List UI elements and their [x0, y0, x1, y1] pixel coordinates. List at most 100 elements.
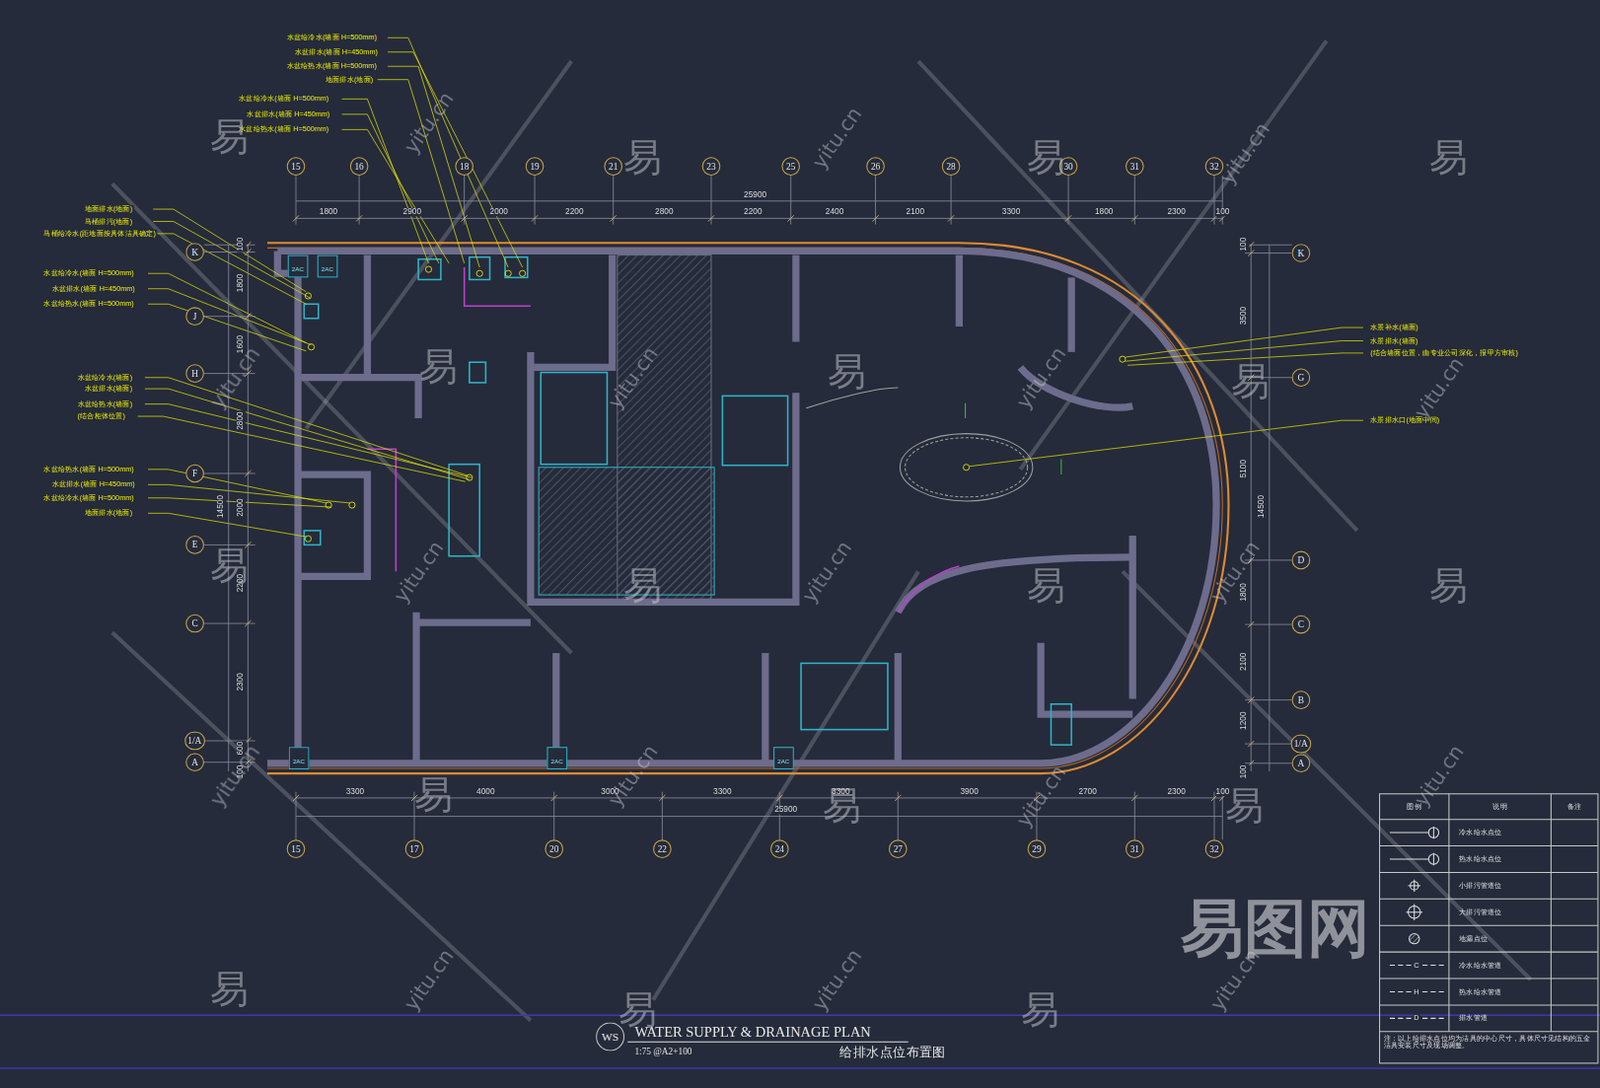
dimension: 2200: [564, 208, 584, 218]
grid-bubble: 24: [770, 839, 790, 859]
callout-note: 地面排水(地面): [83, 509, 134, 517]
grid-bubble: 27: [888, 839, 908, 859]
dimension-line: [244, 620, 251, 627]
water-feature: [805, 387, 1033, 502]
grid-bubble: 15: [287, 839, 306, 859]
plan-caption: 给排水点位布置图: [839, 1044, 946, 1060]
node-text: 2AC: [291, 266, 304, 273]
dimension-line: [534, 175, 536, 225]
dimension-line: [294, 175, 296, 225]
dimension-line: [1222, 792, 1224, 841]
node-text: A: [191, 757, 199, 768]
equipment-tag: 2AC: [289, 746, 309, 770]
callout-note: 水盆给冷水(墙面 H=500mm): [42, 269, 135, 278]
node-text: 22: [657, 843, 667, 854]
node-text: 31: [1130, 843, 1140, 854]
dimension-line: [1213, 175, 1215, 225]
water-points: [304, 266, 1126, 542]
node-text: 29: [1031, 843, 1041, 854]
curtain-wall-inner: [267, 247, 1223, 769]
grid-bubble: D: [1292, 551, 1311, 571]
dimension-line: [874, 175, 876, 225]
callout-note: 水盆给冷水(墙面 H=500mm): [286, 33, 378, 42]
callout-note: 水盆排水(墙面 H=450mm): [51, 285, 137, 293]
dimension: 3300: [712, 787, 732, 797]
callout-note: 水盆排水(墙面): [83, 384, 134, 393]
callout-note: 马桶排污(地面): [83, 217, 134, 225]
dimension: 2100: [1238, 651, 1248, 671]
dimension: 4000: [475, 787, 496, 797]
grid-bubble: C: [1292, 615, 1311, 635]
dimension-line: [950, 175, 952, 225]
dimension-line: [295, 218, 1223, 219]
watermark: 易: [210, 544, 249, 587]
watermark: yitu.cn: [1409, 353, 1468, 424]
dimension-line: [610, 215, 617, 221]
dimension-line: [1131, 215, 1138, 221]
grid-bubble: 29: [1027, 839, 1047, 859]
callout-note: 地面排水(地面): [83, 205, 134, 214]
dimension-line: [244, 313, 251, 320]
dimension-line: [1068, 175, 1070, 225]
title-band: [0, 1015, 1600, 1069]
dimension: 14500: [1257, 493, 1267, 518]
grid-bubble: 18: [454, 156, 474, 176]
dimension-line: [612, 175, 614, 225]
dimension-line: [1131, 795, 1138, 801]
dimension-line: [776, 795, 783, 801]
dimension-line: [531, 215, 538, 221]
node-text: C: [1298, 619, 1305, 630]
node-text: 1/A: [187, 735, 202, 746]
dimension: 1800: [1238, 581, 1248, 602]
dimension-line: [1247, 621, 1254, 628]
grid-bubble: H: [185, 363, 205, 383]
node-text: 32: [1209, 843, 1219, 854]
dimension: 1800: [1093, 208, 1114, 218]
callout-note: 地面排水(地面): [324, 75, 374, 84]
dimension: 25900: [742, 190, 768, 200]
dimension-line: [359, 175, 361, 225]
legend-text: 冷水给水点位: [1458, 828, 1502, 837]
dimension-line: [894, 795, 901, 801]
table-header: 备注: [1567, 802, 1582, 811]
watermark: 易: [827, 351, 867, 394]
fixtures: [303, 257, 1072, 745]
node-text: G: [1298, 372, 1306, 383]
dimension-line: [658, 795, 665, 801]
legend-table: [1380, 794, 1599, 1064]
dimension: 1800: [235, 272, 245, 292]
dimension-line: [711, 175, 713, 225]
grid-bubble: K: [185, 242, 205, 262]
watermark: yitu.cn: [807, 945, 867, 1016]
dimension-line: [463, 175, 465, 225]
node-text: 17: [409, 843, 419, 854]
legend-text: 冷水给水管道: [1458, 960, 1502, 969]
title-underline: [627, 1041, 908, 1043]
callout-note: 水盆排水(墙面 H=450mm): [245, 110, 331, 119]
node-text: 26: [871, 160, 880, 171]
dimension-line: [1250, 244, 1252, 772]
node-text: 2AC: [321, 266, 334, 273]
leader-lines: [138, 37, 1364, 537]
dimension: 1200: [1238, 710, 1248, 730]
line-code: D: [1412, 1014, 1420, 1022]
dimension-line: [295, 200, 1223, 202]
dimension: 2800: [654, 208, 674, 218]
watermark: 易: [1429, 565, 1468, 608]
equipment-tag: 2AC: [773, 746, 794, 770]
grid-bubble: 28: [942, 156, 961, 176]
dimension: 3900: [958, 787, 979, 797]
grid-bubble: 15: [287, 156, 306, 176]
dimension-line: [897, 792, 899, 841]
dimension-line: [294, 792, 296, 841]
dimension-line: [1134, 792, 1136, 841]
watermark: 易: [1231, 361, 1270, 404]
dimension-line: [788, 215, 795, 221]
watermark: 易: [822, 784, 862, 827]
grid-bubble: 32: [1205, 839, 1225, 859]
watermark: yitu.cn: [1216, 118, 1275, 189]
grid-bubble: K: [1292, 243, 1311, 263]
callout-note: 水盆给冷水(墙面): [76, 373, 135, 382]
watermark-lines: [112, 40, 1531, 1020]
grid-bubble: 17: [405, 839, 425, 859]
